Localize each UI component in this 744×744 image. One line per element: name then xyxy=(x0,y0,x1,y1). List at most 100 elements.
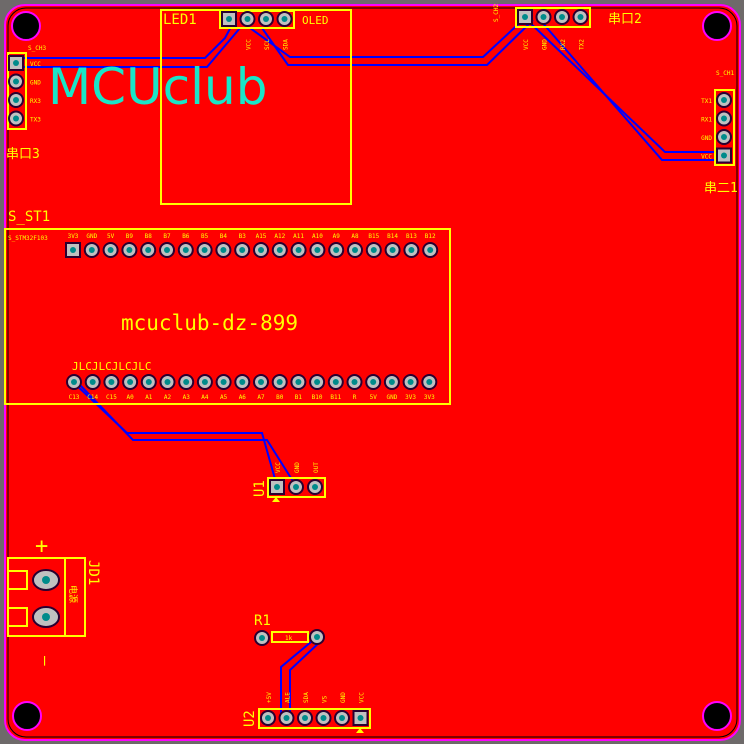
s-st1-top-pad[interactable] xyxy=(271,242,288,258)
s-st1-bottom-pad[interactable] xyxy=(290,374,307,390)
pin-label: SDA xyxy=(283,39,290,50)
s-st1-top-pad[interactable] xyxy=(196,242,213,258)
pin-label: VCC xyxy=(275,462,282,473)
s-st1-top-pad[interactable] xyxy=(159,242,175,258)
s-st1-component[interactable]: S_ST1 S_STM32F103 mcuclub-dz-899 JLCJLCJ… xyxy=(4,209,451,405)
s-st1-bottom-pad[interactable] xyxy=(271,374,288,390)
s-st1-top-pad[interactable] xyxy=(328,242,345,258)
led1-pad[interactable] xyxy=(276,11,293,27)
pin-label: A1 xyxy=(145,394,153,401)
port1-pad[interactable] xyxy=(716,147,732,164)
s-st1-top-pad[interactable] xyxy=(234,242,251,258)
s-st1-bottom-pad[interactable] xyxy=(383,374,400,390)
led1-pad[interactable] xyxy=(221,11,237,27)
pin-label: B13 xyxy=(406,233,417,240)
u2-ref: U2 xyxy=(242,710,258,727)
s-st1-top-pad[interactable] xyxy=(177,242,194,258)
pin-label: A0 xyxy=(126,394,134,401)
s-st1-top-pad[interactable] xyxy=(215,242,232,258)
pin-label: A12 xyxy=(274,233,285,240)
s-st1-bottom-pad[interactable] xyxy=(103,374,120,390)
u2-pad[interactable] xyxy=(297,710,313,726)
s-st1-bottom-pad[interactable] xyxy=(346,374,363,390)
s-st1-bottom-pad[interactable] xyxy=(84,374,101,390)
u2-pad[interactable] xyxy=(278,710,295,726)
pin-label: B5 xyxy=(201,233,209,240)
led1-pad[interactable] xyxy=(239,11,256,27)
port1-ref: 串二1 xyxy=(704,181,738,196)
s-st1-bottom-pad[interactable] xyxy=(122,374,139,390)
port1-pad[interactable] xyxy=(716,129,732,145)
pin-label: GND xyxy=(86,233,97,240)
port3-pad[interactable] xyxy=(8,73,24,90)
port3-pad[interactable] xyxy=(8,110,24,127)
s-st1-top-pad[interactable] xyxy=(384,242,401,258)
s-st1-top-pad[interactable] xyxy=(140,242,157,258)
s-st1-top-pad[interactable] xyxy=(121,242,138,258)
port1-pad[interactable] xyxy=(716,110,732,127)
u1-pad[interactable] xyxy=(269,479,285,495)
port2-pad[interactable] xyxy=(517,9,533,25)
pin-label: A10 xyxy=(312,233,323,240)
s-st1-top-pad[interactable] xyxy=(253,242,269,258)
s-st1-top-pad[interactable] xyxy=(65,242,81,258)
u2-pad[interactable] xyxy=(334,710,350,726)
pin-label: B0 xyxy=(276,394,284,401)
s-st1-top-pad[interactable] xyxy=(422,242,439,258)
s-st1-bottom-pad[interactable] xyxy=(365,374,382,390)
s-st1-bottom-pad[interactable] xyxy=(234,374,251,390)
s-st1-bottom-pad[interactable] xyxy=(327,374,344,390)
port2-pad[interactable] xyxy=(554,9,570,25)
led1-pad[interactable] xyxy=(258,11,274,27)
u2-pad[interactable] xyxy=(260,710,276,726)
s-st1-top-pad[interactable] xyxy=(347,242,363,258)
s-st1-top-pad[interactable] xyxy=(83,242,100,258)
jlc-mark: JLCJLCJLCJLC xyxy=(72,360,151,373)
pin-label: B6 xyxy=(182,233,190,240)
jd1-component[interactable]: JD1 电源 + — xyxy=(7,534,101,666)
s-st1-bottom-pad[interactable] xyxy=(421,374,438,390)
s-st1-bottom-pad[interactable] xyxy=(402,374,419,390)
port2-pad[interactable] xyxy=(572,9,589,25)
r1-component[interactable]: R1 1k xyxy=(254,613,325,646)
mcuclub-logo: MCUclub xyxy=(48,58,267,116)
s-st1-bottom-pad[interactable] xyxy=(66,374,82,390)
s-st1-bottom-pad[interactable] xyxy=(215,374,232,390)
s-st1-bottom-pad[interactable] xyxy=(159,374,176,390)
pin-label: A3 xyxy=(183,394,191,401)
s-st1-top-pad[interactable] xyxy=(365,242,382,258)
s-st1-bottom-pad[interactable] xyxy=(140,374,157,390)
pin-label: OUT xyxy=(313,462,320,473)
s-st1-top-pad[interactable] xyxy=(102,242,119,258)
port3-pad[interactable] xyxy=(8,92,24,108)
pin-label: B1 xyxy=(295,394,303,401)
s-st1-top-pad[interactable] xyxy=(290,242,307,258)
u1-pad[interactable] xyxy=(288,479,304,495)
pin-label: VCC xyxy=(359,692,366,703)
u1-pad[interactable] xyxy=(307,479,323,495)
r1-ref: R1 xyxy=(254,613,271,629)
port3-ref: 串口3 xyxy=(6,147,40,162)
port2-pad[interactable] xyxy=(535,9,552,25)
s-st1-top-pad[interactable] xyxy=(403,242,420,258)
s-st1-bottom-pad[interactable] xyxy=(178,374,195,390)
u2-pad[interactable] xyxy=(315,710,332,726)
s-st1-ref: S_ST1 xyxy=(8,209,50,225)
s-st1-bottom-pad[interactable] xyxy=(309,374,326,390)
pin-label: 3V3 xyxy=(405,394,416,401)
s-st1-top-pad[interactable] xyxy=(309,242,326,258)
pin-label: A6 xyxy=(239,394,247,401)
pin-label: C15 xyxy=(106,394,117,401)
port1-pad[interactable] xyxy=(716,92,732,108)
s-st1-bottom-pad[interactable] xyxy=(196,374,213,390)
port3-pad[interactable] xyxy=(8,55,24,71)
s-st1-bottom-pad[interactable] xyxy=(253,374,269,390)
u2-pad[interactable] xyxy=(352,710,369,726)
